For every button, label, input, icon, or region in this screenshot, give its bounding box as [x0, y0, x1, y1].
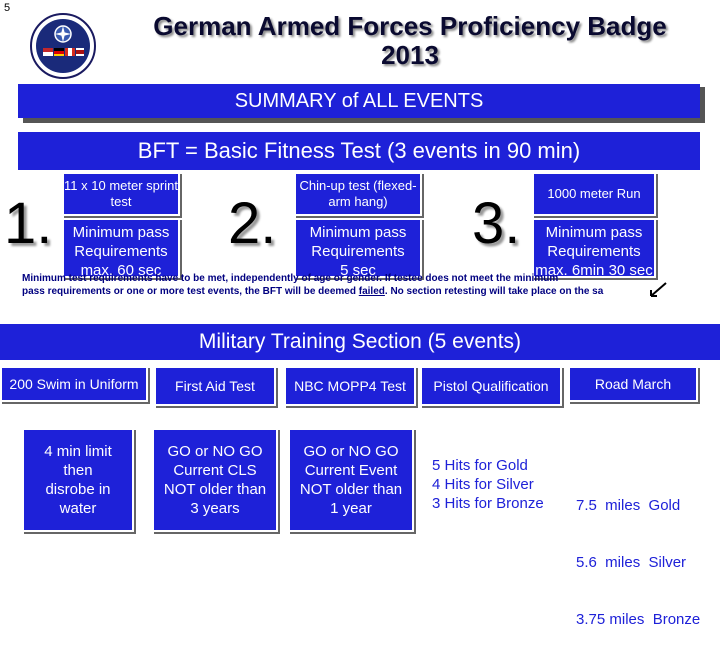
bft-banner: BFT = Basic Fitness Test (3 events in 90…	[18, 130, 700, 170]
event-2-title: Chin-up test (flexed-arm hang)	[294, 172, 422, 216]
mil-event-5-title: Road March	[568, 366, 698, 402]
event-3-title: 1000 meter Run	[532, 172, 656, 216]
mil-event-5-line: 5.6 miles Silver	[576, 554, 687, 571]
event-3-req-line: max. 6min 30 sec	[535, 262, 653, 279]
mil-event-4-line: 5 Hits for Gold	[432, 457, 528, 474]
mil-event-3-title: NBC MOPP4 Test	[284, 366, 416, 406]
mil-event-4-title: Pistol Qualification	[420, 366, 562, 406]
event-number-3: 3.	[472, 191, 521, 256]
requirements-note: Minimum test requirements have to be met…	[22, 272, 720, 298]
mil-event-2-title: First Aid Test	[154, 366, 276, 406]
mil-event-1-title: 200 Swim in Uniform	[0, 366, 148, 402]
title-line-1: German Armed Forces Proficiency Badge	[153, 11, 667, 41]
mil-event-5-line: 3.75 miles Bronze	[576, 611, 701, 628]
mil-event-2-line: 3 years	[190, 500, 240, 517]
mil-event-2-body: GO or NO GO Current CLS NOT older than 3…	[152, 428, 278, 532]
event-1-req-line: Minimum pass	[72, 224, 170, 241]
mil-event-5-body: 7.5 miles Gold 5.6 miles Silver 3.75 mil…	[576, 458, 718, 648]
mil-event-2-line: GO or NO GO	[167, 443, 263, 460]
mil-event-2-line: NOT older than	[163, 481, 267, 498]
mil-event-1-line: 4 min limit	[44, 443, 112, 460]
title-line-2: 2013	[381, 40, 439, 70]
mil-event-4-body: 5 Hits for Gold 4 Hits for Silver 3 Hits…	[432, 456, 570, 513]
mil-event-3-line: 1 year	[330, 500, 372, 517]
military-banner: Military Training Section (5 events)	[0, 322, 720, 360]
mil-event-3-body: GO or NO GO Current Event NOT older than…	[288, 428, 414, 532]
event-1-title: 11 x 10 meter sprint test	[62, 172, 180, 216]
event-1-requirements: Minimum pass Requirements max. 60 sec	[62, 218, 180, 279]
note-failed-word: failed	[358, 286, 385, 297]
mil-event-3-line: NOT older than	[299, 481, 403, 498]
event-number-1: 1.	[4, 191, 53, 256]
event-1-req-line: Requirements	[74, 243, 168, 260]
event-2-req-line: Minimum pass	[309, 224, 407, 241]
event-2-req-line: Requirements	[311, 243, 405, 260]
event-3-req-line: Requirements	[547, 243, 641, 260]
mil-event-1-line: disrobe in	[45, 481, 111, 498]
page-title: German Armed Forces Proficiency Badge 20…	[110, 12, 710, 70]
event-3-requirements: Minimum pass Requirements max. 6min 30 s…	[532, 218, 656, 279]
event-2-req-line: 5 sec	[340, 262, 376, 279]
event-number-2: 2.	[228, 191, 277, 256]
note-line-2-start: pass requirements or one or more test ev…	[22, 286, 359, 297]
mil-event-4-line: 4 Hits for Silver	[432, 476, 534, 493]
mil-event-5-line: 7.5 miles Gold	[576, 497, 681, 514]
mil-event-2-line: Current CLS	[173, 462, 257, 479]
slide-number: 5	[4, 2, 11, 14]
mil-event-1-line: then	[63, 462, 93, 479]
note-line-2: pass requirements or one or more test ev…	[22, 285, 720, 298]
mil-event-1-line: water	[59, 500, 97, 517]
mil-event-1-body: 4 min limit then disrobe in water	[22, 428, 134, 532]
mil-event-3-line: Current Event	[304, 462, 398, 479]
mil-event-4-line: 3 Hits for Bronze	[432, 495, 544, 512]
event-1-req-line: max. 60 sec	[80, 262, 162, 279]
note-line-2-end: . No section retesting will take place o…	[384, 286, 604, 297]
event-2-requirements: Minimum pass Requirements 5 sec	[294, 218, 422, 279]
event-3-req-line: Minimum pass	[545, 224, 643, 241]
check-arrow-icon	[648, 282, 668, 298]
mil-event-3-line: GO or NO GO	[303, 443, 399, 460]
summary-banner: SUMMARY of ALL EVENTS	[18, 82, 700, 118]
nato-badge-logo-icon	[28, 12, 98, 80]
note-line-1: Minimum test requirements have to be met…	[22, 273, 559, 284]
